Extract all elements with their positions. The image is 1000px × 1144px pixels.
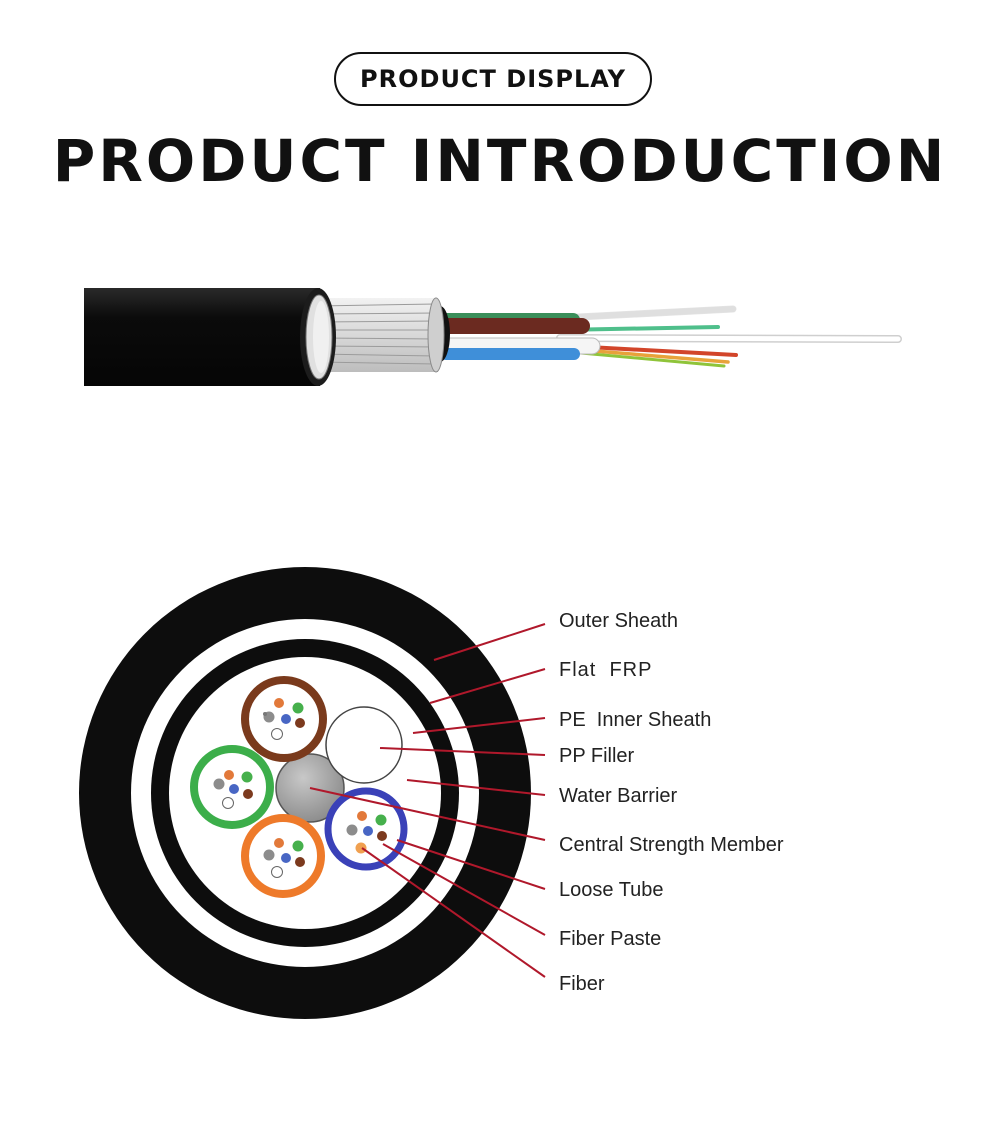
label-central-strength-member: Central Strength Member	[559, 834, 784, 856]
leader-pe-inner-sheath	[412, 717, 546, 734]
leader-lines	[309, 623, 546, 978]
label-loose-tube: Loose Tube	[559, 879, 664, 901]
side-frp-layer	[316, 298, 438, 372]
component-labels: Outer Sheath Flat FRP PE Inner Sheath PP…	[559, 610, 784, 995]
product-display-text: PRODUCT DISPLAY	[360, 65, 626, 93]
loose-tube-brown	[241, 676, 327, 762]
label-pp-filler: PP Filler	[559, 745, 635, 767]
side-loose-tubes	[439, 313, 601, 360]
loose-tube-orange	[241, 814, 325, 898]
label-fiber: Fiber	[559, 973, 605, 995]
label-pe-inner-sheath: PE Inner Sheath	[559, 709, 711, 731]
pp-filler	[325, 706, 403, 784]
loose-tube-blue	[324, 787, 408, 871]
leader-central-strength-member	[309, 787, 546, 841]
label-water-barrier: Water Barrier	[559, 785, 678, 807]
leader-pp-filler	[379, 747, 546, 756]
leader-flat-frp	[429, 668, 546, 704]
side-frp-lines	[317, 303, 437, 365]
page-title: PRODUCT INTRODUCTION	[52, 127, 948, 195]
product-display-badge: PRODUCT DISPLAY	[334, 52, 652, 106]
label-outer-sheath: Outer Sheath	[559, 610, 678, 632]
cable-cross-section	[79, 567, 531, 1019]
leader-fiber-paste	[382, 843, 546, 936]
label-flat-frp: Flat FRP	[559, 659, 652, 681]
cable-side-view	[84, 288, 902, 386]
loose-tube-green	[190, 745, 274, 829]
leader-loose-tube	[396, 839, 546, 890]
leader-water-barrier	[406, 779, 546, 796]
leader-fiber	[361, 847, 546, 978]
label-fiber-paste: Fiber Paste	[559, 928, 661, 950]
side-outer-jacket	[84, 288, 320, 386]
leader-outer-sheath	[433, 623, 546, 661]
